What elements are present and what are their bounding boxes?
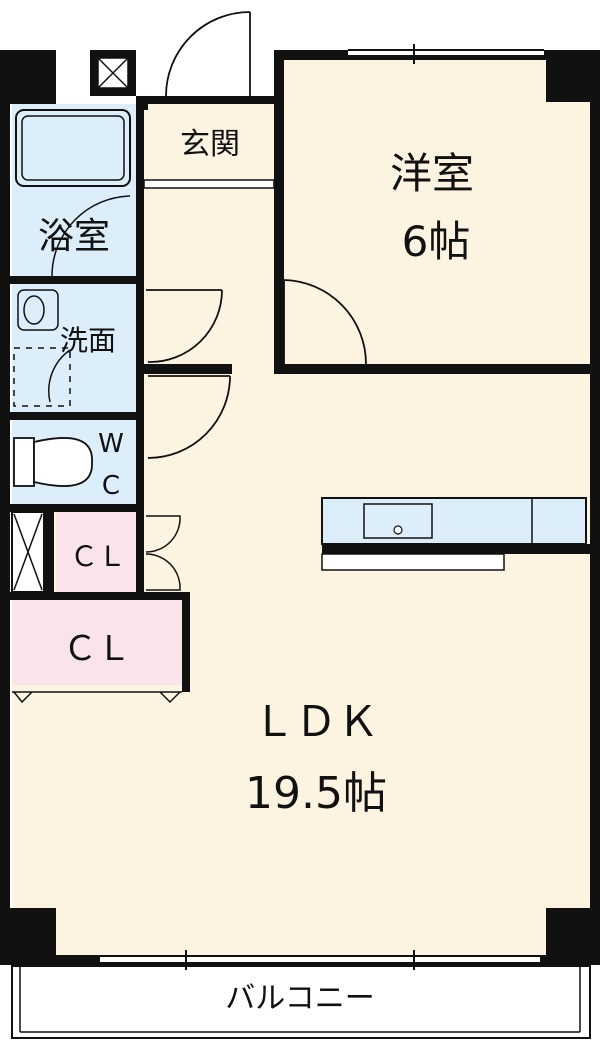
- closet-small-floor: [56, 512, 136, 592]
- windows: [100, 44, 544, 970]
- hallway-floor: [143, 104, 278, 372]
- closet-doors: [145, 515, 181, 591]
- ldk-size: 19.5帖: [245, 768, 387, 819]
- western-room-floor: [282, 58, 590, 368]
- kitchen-counter: [321, 497, 590, 571]
- western-room-size: 6帖: [402, 217, 471, 266]
- closet-large-floor: [12, 600, 182, 685]
- washing-machine-icon: [13, 347, 71, 407]
- toilet-icon: [13, 437, 93, 487]
- ldk-label: ＬＤＫ: [253, 697, 379, 746]
- toilet-label-w: W: [98, 429, 124, 459]
- entrance-door: [165, 11, 251, 97]
- entrance-label: 玄関: [180, 127, 240, 162]
- western-room-label: 洋室: [390, 149, 474, 198]
- bathroom-label: 浴室: [38, 216, 110, 257]
- inner-walls: [10, 96, 600, 692]
- balcony-label: バルコニー: [225, 981, 374, 1016]
- closet-folding-door: [12, 691, 182, 704]
- ldk-door: [147, 375, 231, 459]
- bathtub-icon: [15, 109, 131, 187]
- closet-large-label: ＣＬ: [63, 629, 131, 669]
- entrance-step: [143, 179, 275, 189]
- washroom-door: [146, 289, 223, 363]
- washroom-label: 洗面: [60, 324, 116, 357]
- washbasin-icon: [17, 289, 59, 331]
- western-room-door: [283, 279, 367, 366]
- balcony-area: [11, 965, 591, 1039]
- toilet-label-c: C: [102, 471, 120, 501]
- closet-small-label: ＣＬ: [70, 540, 126, 573]
